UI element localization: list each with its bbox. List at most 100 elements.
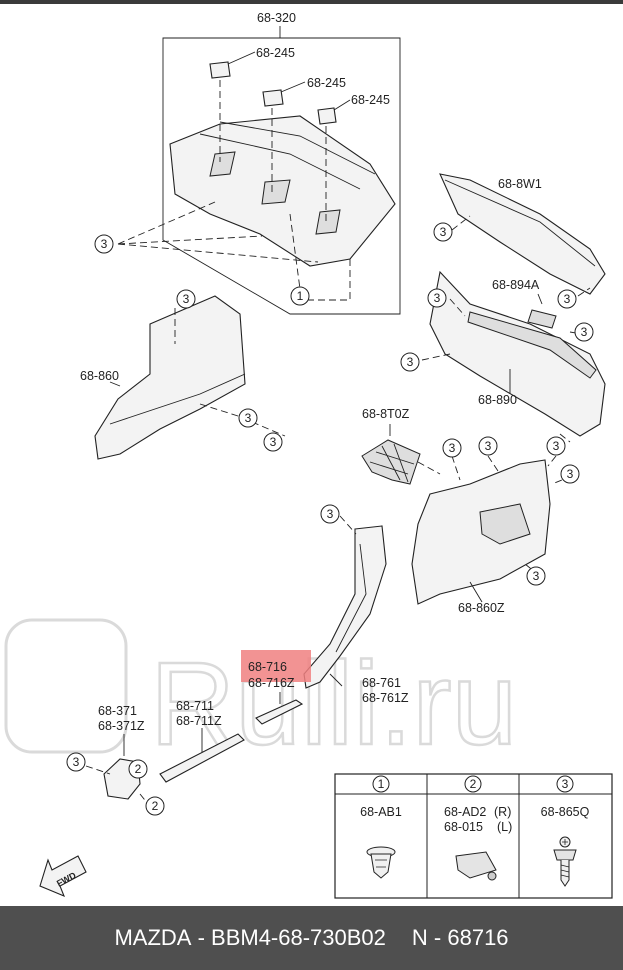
ref-circle [400,352,420,372]
pillar-68-761 [303,525,387,689]
legend-col2-side-b: (L) [497,820,512,834]
ref-circle [546,436,566,456]
trim-68-890-group: 68-894A 68-890 3 3 3 3 [400,270,606,456]
ref-number-label: 3 [327,507,334,521]
clip-68-AB1-icon [366,846,396,879]
clip-68-245-a [209,61,231,79]
highlight-68-716 [241,650,311,682]
legend-col2-side-a: (R) [494,805,511,819]
callout-68-894A: 68-894A [492,278,540,292]
ref-1-shelf [290,286,310,306]
ref-circle [66,752,86,772]
callout-68-860: 68-860 [80,369,119,383]
legend-col2-part-b: 68-015 [444,820,483,834]
ref-number-label: 3 [407,355,414,369]
callout-68-711Z: 68-711Z [176,714,222,728]
clip-68-245-b [262,89,284,107]
ref-circle [128,759,148,779]
ref-number-label: 3 [567,467,574,481]
ref-number-label: 3 [183,292,190,306]
footer-n-prefix: N - [411,925,442,950]
ref-number-label: 3 [101,237,108,251]
part-68-894A [527,309,557,329]
ref-circle [176,289,196,309]
legend-col1-part: 68-AB1 [360,805,402,819]
ref-circle [557,289,577,309]
callout-68-371Z: 68-371Z [98,719,145,733]
footer-bar: MAZDA - BBM4-68-730B02 N - 68716 [0,906,623,970]
callout-68-320: 68-320 [257,11,296,25]
legend-col1-num: 1 [378,777,385,791]
ref-number-label: 2 [152,799,159,813]
ref-number-label: 2 [135,762,142,776]
callout-68-716Z: 68-716Z [248,676,295,690]
callout-68-8T0Z: 68-8T0Z [362,407,410,421]
sill-68-716 [255,699,304,725]
ref-circle [556,775,574,793]
legend-col2-part-a: 68-AD2 [444,805,486,819]
clip-68-245-c [317,107,337,125]
ref-number-label: 3 [270,435,277,449]
ref-circle [560,464,580,484]
ref-circle [427,288,447,308]
ref-circle [263,432,283,452]
ref-number-label: 3 [553,439,560,453]
sill-68-711-group: 68-711 68-711Z [159,699,245,783]
bracket-68-371-group: 68-371 68-371Z 3 2 2 [66,704,165,816]
footer-sep: - [197,925,205,950]
ref-circle [320,504,340,524]
ref-number-label: 3 [533,569,540,583]
trim-68-8W1-group: 68-8W1 3 3 [433,173,606,309]
ref-3-shelf [94,234,114,254]
trim-68-8W1 [439,173,606,295]
legend-col3-part: 68-865Q [541,805,590,819]
ref-number-label: 3 [434,291,441,305]
ref-number-label: 1 [297,289,304,303]
ref-circle [526,566,546,586]
callout-68-245-b: 68-245 [307,76,346,90]
ref-circle [372,775,390,793]
watermark: Rulli.ru [4,618,518,771]
callout-68-890: 68-890 [478,393,517,407]
ref-circle [464,775,482,793]
callout-68-711: 68-711 [176,699,214,713]
ref-number-label: 3 [564,292,571,306]
callout-68-245-a: 68-245 [256,46,295,60]
footer-brand: MAZDA [114,925,192,950]
ref-number-label: 3 [73,755,80,769]
ref-number-label: 3 [485,439,492,453]
pillar-68-761-group: 3 68-761 68-761Z [303,504,409,705]
ref-circle [442,438,462,458]
sill-68-711 [159,733,245,783]
screw-68-865Q-icon [553,836,577,887]
callout-68-761Z: 68-761Z [362,691,409,705]
footer-n-value: 68716 [447,925,509,950]
callout-68-860Z: 68-860Z [458,601,505,615]
ref-number-label: 3 [440,225,447,239]
part-68-716-group: 68-716 68-716Z [241,650,311,725]
grille-68-8T0Z-group: 68-8T0Z [361,407,441,485]
callout-68-245-c: 68-245 [351,93,390,107]
top-border [0,0,623,4]
ref-number-label: 3 [581,325,588,339]
ref-circle [574,322,594,342]
ref-number-label: 3 [245,411,252,425]
rear-shelf-group: 68-320 68-245 68-245 68-245 3 1 [94,11,401,315]
ref-number-label: 3 [449,441,456,455]
ref-circle [238,408,258,428]
ref-circle [478,436,498,456]
trim-68-860Z [411,459,551,605]
clip-68-AD2-icon [455,851,497,881]
parts-diagram: Rulli.ru 68-320 68-245 68-245 68-245 3 1… [4,11,613,899]
callout-68-8W1: 68-8W1 [498,177,542,191]
trim-68-860-group: 68-860 3 3 3 [80,289,286,460]
fwd-arrow: FWD [39,855,87,898]
legend-col3-num: 3 [562,777,569,791]
footer-part-number: BBM4-68-730B02 [211,925,386,950]
trim-68-860 [94,295,246,460]
callout-68-716: 68-716 [248,660,287,674]
ref-circle [433,222,453,242]
callout-68-761: 68-761 [362,676,401,690]
ref-circle [145,796,165,816]
fastener-legend: 1 2 3 68-AB1 68-AD2 (R) 68-015 (L) 68-86… [334,773,613,899]
